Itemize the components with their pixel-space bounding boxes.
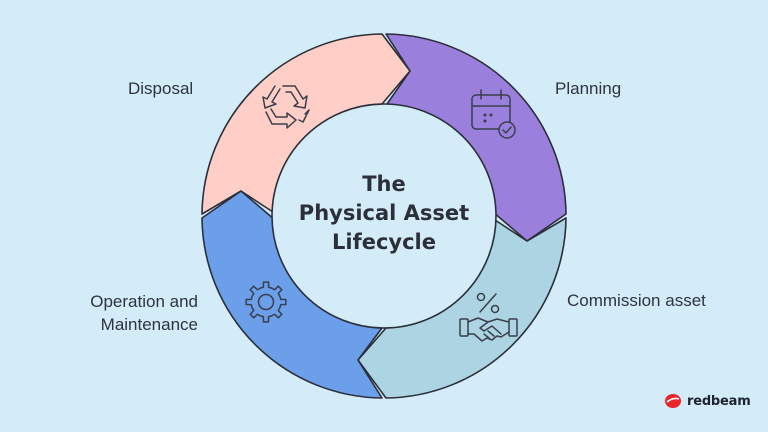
gear-icon [245,281,287,323]
stage-label-operation-line-1: Operation and [90,292,198,311]
calendar-check-icon [471,89,516,139]
brand-name: redbeam [687,393,751,409]
redbeam-logo-icon [665,394,681,408]
title-line-3: Lifecycle [332,230,436,254]
brand-logo: redbeam [664,393,751,409]
recycle-icon [262,85,310,129]
ring-segments [201,33,567,399]
handshake-percent-icon [459,292,518,342]
stage-label-commission: Commission asset [567,291,706,310]
title-line-1: The [362,172,406,196]
stage-label-planning: Planning [555,79,622,98]
stage-label-disposal: Disposal [128,79,194,98]
title-line-2: Physical Asset [298,201,470,225]
inner-circle [271,103,497,329]
stage-label-operation: Operation and Maintenance [67,290,198,336]
page-title: The Physical Asset Lifecycle [274,170,494,257]
stage-label-operation-line-2: Maintenance [100,315,198,334]
